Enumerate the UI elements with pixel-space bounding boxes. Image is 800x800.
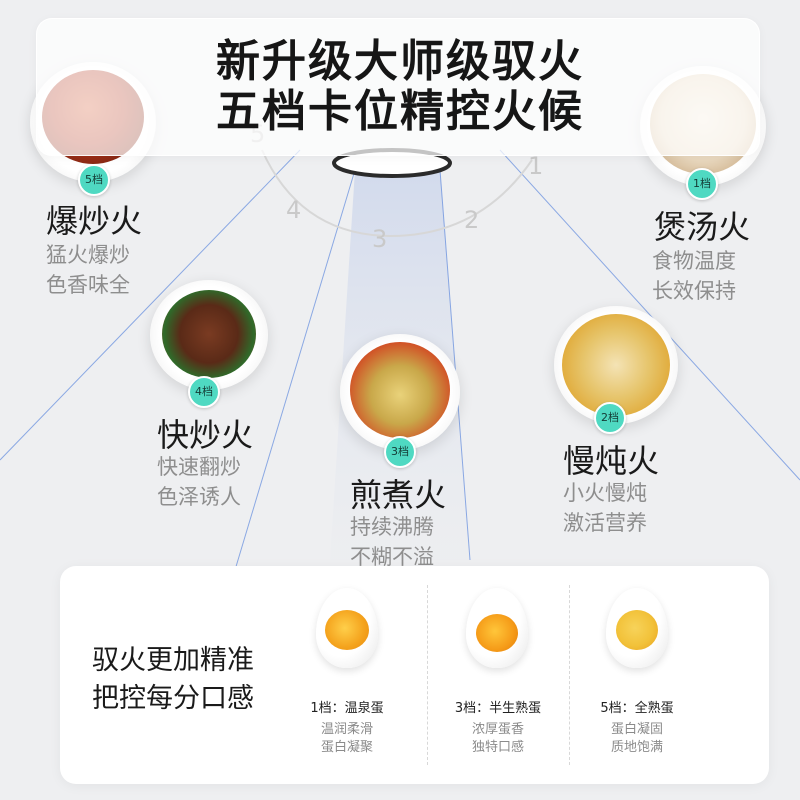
headline-banner: [36, 18, 760, 156]
dial-arc: [261, 149, 533, 238]
level-1-desc-1: 食物温度: [652, 249, 736, 273]
egg-5-desc-1: 蛋白凝固: [610, 722, 663, 737]
egg-1-desc-1: 温润柔滑: [320, 722, 373, 737]
level-5-title: 爆炒火: [46, 202, 143, 240]
egg-3-label: 3档：半生熟蛋: [454, 701, 542, 716]
level-4-desc-2: 色泽诱人: [157, 485, 241, 509]
level-1-badge: 1档: [686, 168, 718, 200]
egg-level-3: [466, 588, 528, 668]
chicken-soup-image: [562, 314, 670, 416]
egg-level-1: [316, 588, 378, 668]
egg-3-desc-1: 浓厚蛋香: [471, 722, 524, 737]
level-1-desc-2: 长效保持: [652, 279, 736, 303]
level-4-desc-1: 快速翻炒: [157, 455, 241, 479]
level-4-badge: 4档: [188, 376, 220, 408]
level-4-title: 快炒火: [157, 416, 254, 454]
level-1-title: 煲汤火: [654, 208, 751, 246]
egg-1-label: 1档：温泉蛋: [310, 701, 384, 716]
dish-plate-level-4: [150, 280, 268, 390]
level-3-badge: 3档: [384, 436, 416, 468]
card-title-line-1: 驭火更加精准: [92, 645, 254, 676]
egg-yolk-3: [476, 614, 518, 652]
card-title-line-2: 把控每分口感: [92, 683, 254, 714]
stir-fried-beef-image: [162, 290, 256, 378]
egg-5-desc-2: 质地饱满: [610, 740, 663, 755]
dial-number-2: 2: [464, 206, 480, 234]
level-5-desc-2: 色香味全: [46, 273, 130, 297]
level-2-desc-1: 小火慢炖: [563, 481, 647, 505]
level-3-desc-2: 不糊不溢: [350, 545, 434, 569]
level-2-badge: 2档: [594, 402, 626, 434]
egg-level-5: [606, 588, 668, 668]
egg-3-desc-2: 独特口感: [471, 740, 524, 755]
level-2-title: 慢炖火: [563, 442, 660, 480]
egg-yolk-1: [325, 610, 369, 650]
dial-number-1: 1: [528, 152, 544, 180]
dial-number-4: 4: [286, 196, 302, 224]
egg-1-desc-2: 蛋白凝聚: [320, 740, 373, 755]
level-3-desc-1: 持续沸腾: [350, 515, 434, 539]
egg-divider-2: [569, 585, 570, 765]
egg-divider-1: [427, 585, 428, 765]
headline-line-1: 新升级大师级驭火: [216, 36, 584, 87]
dish-plate-level-2: [554, 306, 678, 424]
dish-plate-level-3: [340, 334, 460, 450]
garlic-lobster-image: [350, 342, 450, 438]
level-5-badge: 5档: [78, 164, 110, 196]
level-5-desc-1: 猛火爆炒: [46, 243, 130, 267]
level-2-desc-2: 激活营养: [563, 511, 647, 535]
headline-line-2: 五档卡位精控火候: [216, 86, 584, 137]
level-3-title: 煎煮火: [350, 476, 447, 514]
dial-number-3: 3: [372, 225, 388, 253]
egg-yolk-5: [616, 610, 658, 650]
egg-5-label: 5档：全熟蛋: [600, 701, 674, 716]
